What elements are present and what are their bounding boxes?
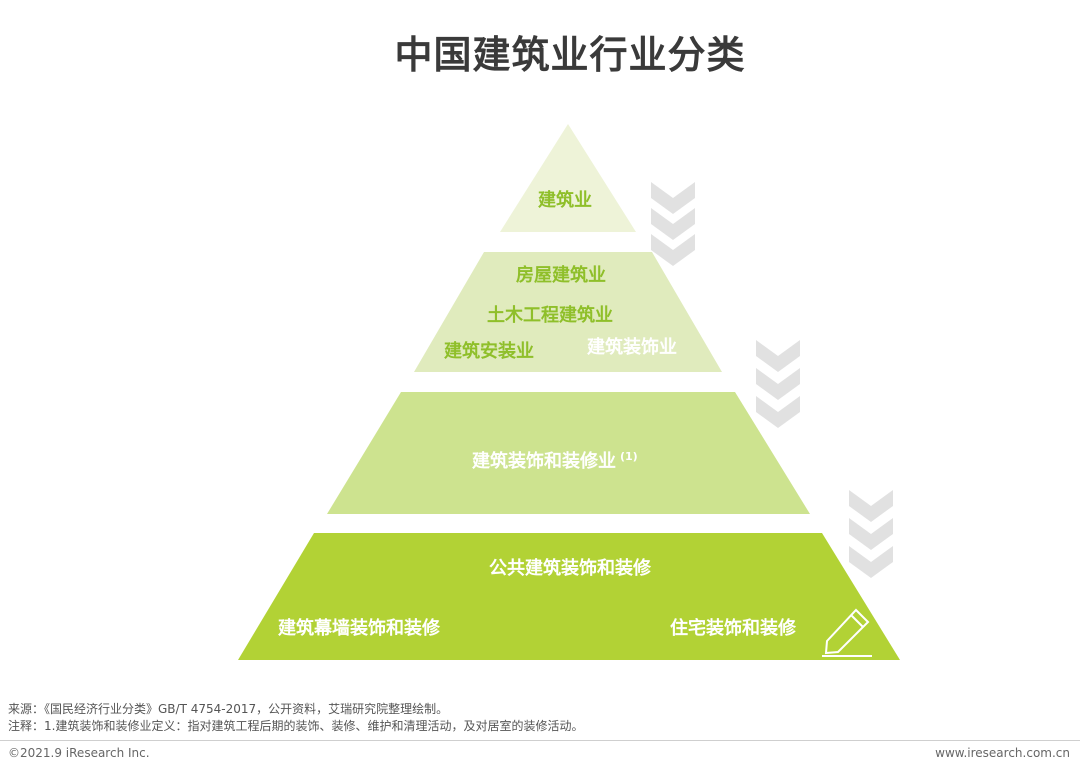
pyramid-diagram — [238, 124, 900, 660]
tier-2-shape — [414, 252, 722, 372]
tier-2-label-civil: 土木工程建筑业 — [487, 305, 613, 326]
tier-2-label-installation: 建筑安装业 — [444, 341, 534, 362]
footnote: 注释：1.建筑装饰和装修业定义：指对建筑工程后期的装饰、装修、维护和清理活动，及… — [8, 719, 584, 733]
tier-4-label-public: 公共建筑装饰和装修 — [489, 558, 651, 579]
website-link[interactable]: www.iresearch.com.cn — [935, 746, 1070, 760]
tier-1-shape — [500, 124, 636, 232]
tier-2-label-housing: 房屋建筑业 — [516, 265, 606, 286]
chevron-down-double-icon — [756, 340, 800, 428]
tier-1-label: 建筑业 — [538, 190, 592, 211]
chevron-down-double-icon — [849, 490, 893, 578]
tier-4-label-residential: 住宅装饰和装修 — [670, 618, 796, 639]
source-note: 来源：《国民经济行业分类》GB/T 4754-2017，公开资料，艾瑞研究院整理… — [8, 702, 449, 716]
tier-4-shape — [238, 533, 900, 660]
tier-3-label: 建筑装饰和装修业(1) — [472, 450, 638, 472]
footnote-mark: (1) — [620, 450, 638, 463]
copyright: ©2021.9 iResearch Inc. — [8, 746, 150, 760]
tier-4-label-curtain-wall: 建筑幕墙装饰和装修 — [278, 618, 440, 639]
pencil-icon — [822, 608, 872, 657]
footer-divider — [0, 740, 1080, 741]
page-title: 中国建筑业行业分类 — [394, 33, 746, 77]
tier-3-shape — [327, 392, 810, 514]
tier-2-label-decoration: 建筑装饰业 — [587, 337, 677, 358]
chevron-down-double-icon — [651, 182, 695, 266]
